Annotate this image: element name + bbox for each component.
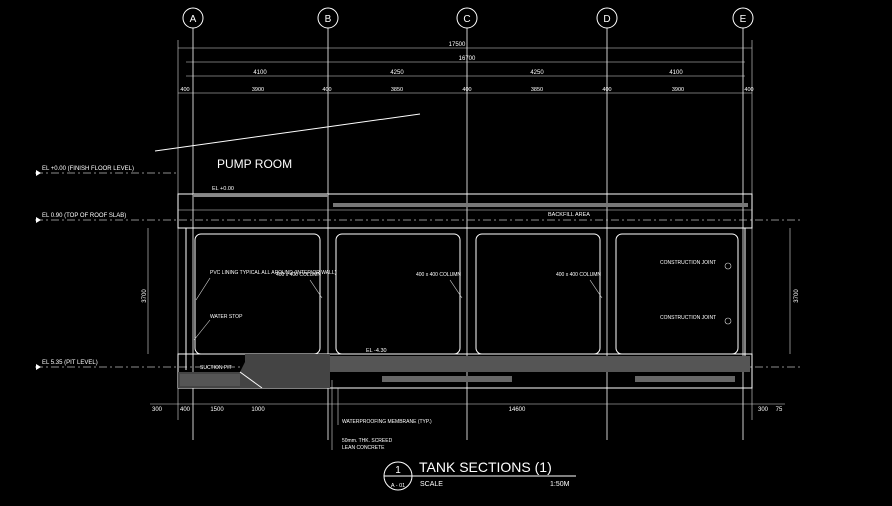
grid-label-a: A (190, 14, 197, 25)
top-dimensions: 17500 16700 4100 4250 4250 4100 400 3900… (178, 42, 754, 94)
dim-sub-9: 400 (744, 87, 753, 93)
water-stop-note: WATER STOP (210, 314, 243, 320)
dim-sub-6: 3850 (531, 87, 543, 93)
title-scale-label: SCALE (420, 481, 443, 488)
title-number: 1 (395, 465, 401, 476)
left-height-dim: 3700 (142, 289, 148, 303)
bottom-dimensions: 300 400 1500 1000 14600 300 75 (150, 403, 785, 413)
column-note-2: 400 x 400 COLUMN (416, 272, 461, 278)
el-430-label: EL -4.30 (366, 348, 387, 354)
side-dimensions: 3700 3700 (142, 228, 800, 354)
pump-room-roof-line (154, 113, 421, 152)
title-sheet: A - 01 (391, 483, 405, 489)
dim-sub-8: 3900 (672, 87, 684, 93)
right-height-dim: 3700 (794, 289, 800, 303)
dim-bottom-4: 1000 (251, 407, 265, 413)
tank-cells (185, 228, 746, 370)
level-roof-slab: EL 0.90 (TOP OF ROOF SLAB) (42, 213, 126, 219)
pvc-lining-note: PVC LINING TYPICAL ALL AROUND (INTERIOR … (210, 270, 337, 276)
column-notes: 400 x 400 COLUMN 400 x 400 COLUMN 400 x … (193, 260, 732, 341)
grid-label-e: E (740, 14, 747, 25)
waterproofing-note: WATERPROOFING MEMBRANE (TYP.) (342, 419, 432, 425)
column-note-1: 400 x 400 COLUMN (276, 272, 321, 278)
dim-sub-1: 400 (180, 87, 189, 93)
roof-slab: EL +0.00 BACKFILL AREA (177, 186, 753, 229)
pump-room-label: PUMP ROOM (217, 157, 292, 171)
dim-bay-4: 4100 (669, 70, 683, 76)
level-pit: EL 5.35 (PIT LEVEL) (42, 360, 98, 366)
bottom-notes: WATERPROOFING MEMBRANE (TYP.) 50mm. THK.… (331, 380, 432, 451)
el-000-label: EL +0.00 (212, 186, 234, 192)
dim-overall-2: 16700 (459, 56, 476, 62)
grid-label-c: C (463, 14, 470, 25)
title-scale-value: 1:50M (550, 481, 570, 488)
dim-sub-3: 400 (322, 87, 331, 93)
dim-bottom-1: 300 (152, 407, 163, 413)
construction-joint-2: CONSTRUCTION JOINT (660, 315, 716, 321)
base-slab: EL -4.30 SUCTION PIT (177, 348, 753, 389)
dim-sub-5: 400 (462, 87, 471, 93)
grid-label-b: B (325, 14, 332, 25)
dim-bottom-5: 14600 (509, 407, 526, 413)
dim-bay-3: 4250 (530, 70, 544, 76)
dim-bottom-3: 1500 (210, 407, 224, 413)
grid-label-d: D (603, 14, 610, 25)
title-block: 1 A - 01 TANK SECTIONS (1) SCALE 1:50M (383, 459, 576, 491)
suction-pit-label: SUCTION PIT (200, 365, 232, 371)
dim-bottom-6: 300 (758, 407, 769, 413)
dim-bay-2: 4250 (390, 70, 404, 76)
column-note-3: 400 x 400 COLUMN (556, 272, 601, 278)
grid-bubbles: A B C D E (182, 7, 754, 29)
dim-bottom-2: 400 (180, 407, 191, 413)
title-name: TANK SECTIONS (1) (419, 459, 552, 475)
lean-concrete-note: LEAN CONCRETE (342, 445, 385, 451)
screed-note: 50mm. THK. SCREED (342, 438, 393, 444)
dim-bottom-7: 75 (776, 407, 783, 413)
dim-bay-1: 4100 (253, 70, 267, 76)
dim-sub-2: 3900 (252, 87, 264, 93)
construction-joint-1: CONSTRUCTION JOINT (660, 260, 716, 266)
dim-overall-1: 17500 (449, 42, 466, 48)
level-finish-floor: EL +0.00 (FINISH FLOOR LEVEL) (42, 166, 134, 172)
level-lines: EL +0.00 (FINISH FLOOR LEVEL) EL 0.90 (T… (35, 166, 800, 370)
dim-sub-4: 3850 (391, 87, 403, 93)
dim-sub-7: 400 (602, 87, 611, 93)
backfill-label: BACKFILL AREA (548, 212, 590, 218)
